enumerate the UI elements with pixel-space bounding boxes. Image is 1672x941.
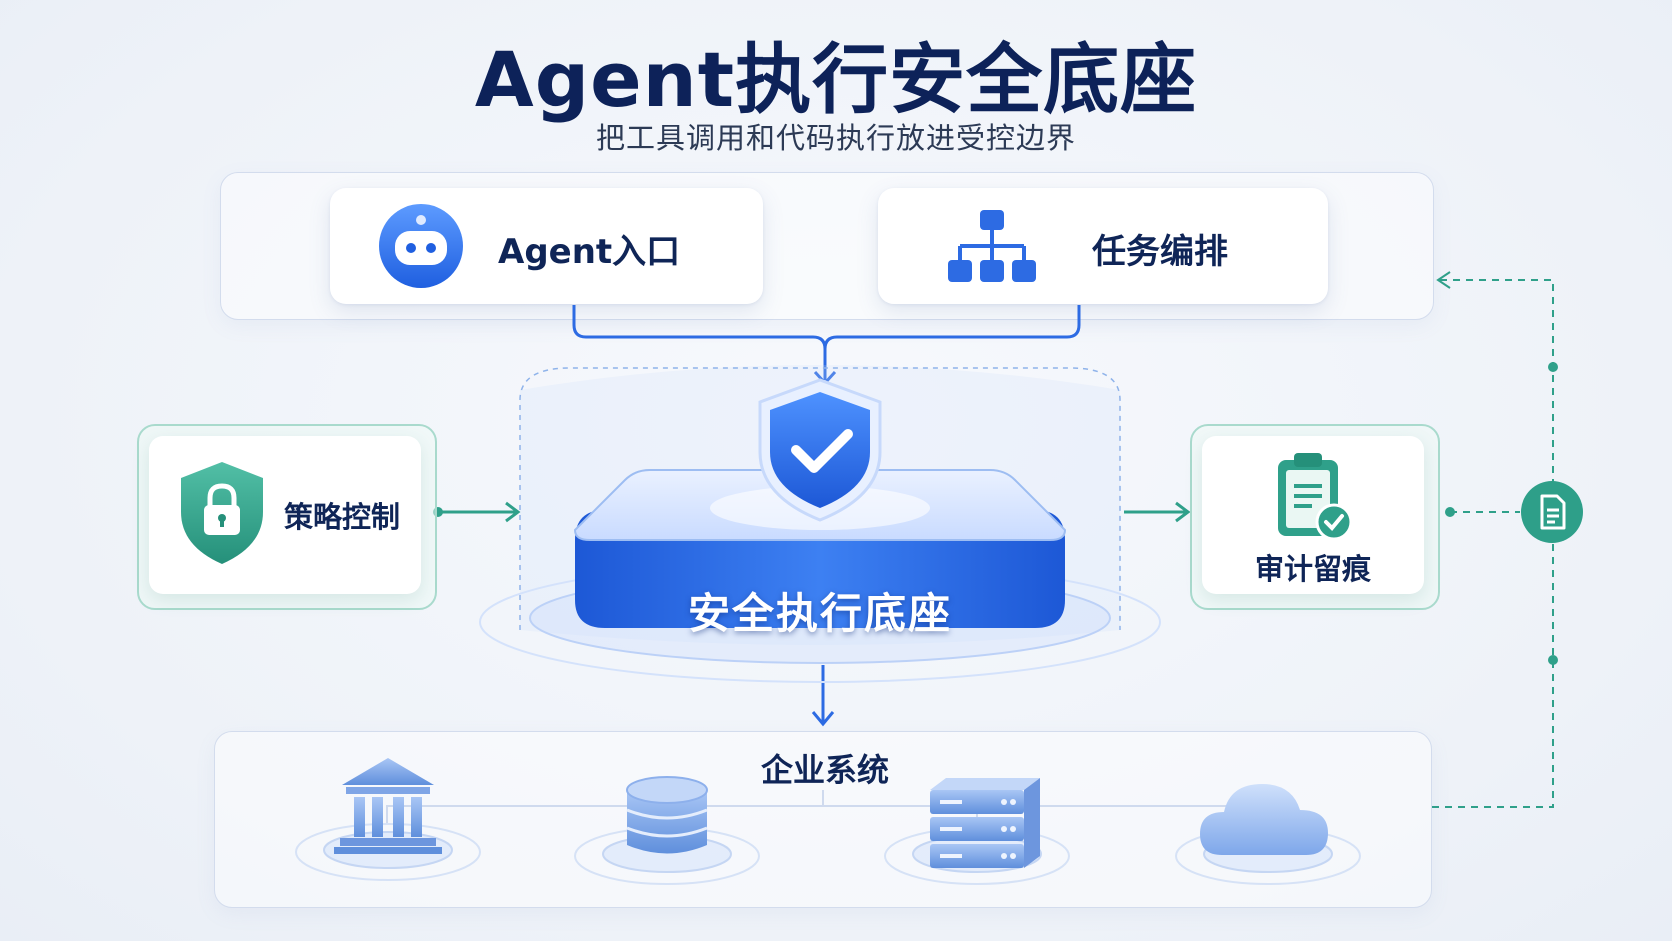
policy-control-label: 策略控制 [284,500,401,534]
agent-entry-label: Agent入口 [498,232,681,272]
audit-trail-card[interactable]: 审计留痕 [1202,436,1424,594]
center-platform-label: 安全执行底座 [687,589,952,638]
server-icon [884,778,1070,885]
enterprise-systems-label: 企业系统 [760,751,889,789]
org-chart-icon [948,210,1036,282]
shield-lock-icon [181,462,263,564]
page-title: Agent执行安全底座 [474,35,1198,124]
shield-check-icon [758,378,882,522]
bank-icon [295,758,481,881]
task-orchestration-card[interactable]: 任务编排 [878,188,1328,304]
center-platform [479,365,1161,683]
feedback-loop [1432,279,1554,808]
agent-entry-card[interactable]: Agent入口 [330,188,763,304]
document-icon [1521,481,1583,543]
task-orchestration-label: 任务编排 [1092,232,1228,272]
database-icon [574,776,760,885]
policy-control-card[interactable]: 策略控制 [149,436,421,594]
robot-icon [379,204,463,288]
page-subtitle: 把工具调用和代码执行放进受控边界 [595,121,1076,155]
cloud-icon [1175,784,1361,885]
audit-trail-label: 审计留痕 [1254,552,1371,586]
clipboard-check-icon [1278,453,1353,541]
